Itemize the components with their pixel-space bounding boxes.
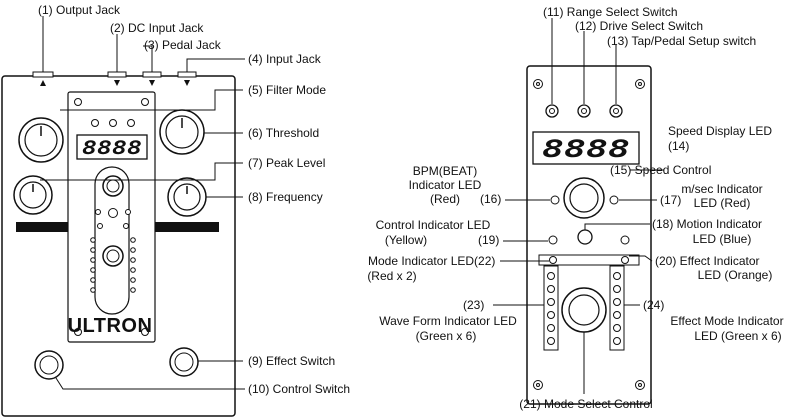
label-effmode-led-line2: LED (Green x 6) xyxy=(694,329,781,343)
label-motion-led-line2: LED (Blue) xyxy=(693,232,752,246)
panel-screws xyxy=(74,98,149,336)
label-output-jack: (1) Output Jack xyxy=(38,3,121,17)
label-wave-num: (23) xyxy=(463,298,484,312)
bpm-led-icon xyxy=(550,195,560,205)
label-speed-control: (15) Speed Control xyxy=(610,163,711,177)
threshold-knob-icon xyxy=(159,109,205,155)
label-wave-led-line2: (Green x 6) xyxy=(416,329,477,343)
label-effect-led-line2: LED (Orange) xyxy=(698,268,773,282)
label-bpm-line3: (Red) xyxy=(430,192,460,206)
wave-form-led-column xyxy=(543,265,559,351)
left-labels: (1) Output Jack (2) DC Input Jack (3) Pe… xyxy=(38,3,350,396)
control-led-icon xyxy=(548,235,558,245)
effect-switch-icon xyxy=(169,347,199,377)
label-bpm-num: (16) xyxy=(480,192,501,206)
control-switch-icon xyxy=(34,350,64,380)
label-mode-led-line1: Mode Indicator LED(22) xyxy=(368,254,495,268)
label-peak-level: (7) Peak Level xyxy=(248,156,325,170)
brand-logo: ULTRON xyxy=(68,315,153,337)
effect-mode-led-column xyxy=(609,265,625,351)
label-control-led-line1: Control Indicator LED xyxy=(376,218,491,232)
left-leader-lines xyxy=(40,16,245,390)
label-effect-led-line1: (20) Effect Indicator xyxy=(655,254,760,268)
label-control-switch: (10) Control Switch xyxy=(248,382,350,396)
mode-select-knob-icon xyxy=(561,287,607,333)
label-bpm-line1: BPM(BEAT) xyxy=(413,164,477,178)
panel-corner-screws xyxy=(533,79,645,390)
left-display-digits: 8888 xyxy=(82,137,142,159)
frequency-knob-icon xyxy=(167,177,207,217)
drive-select-switch-icon xyxy=(577,104,591,118)
mode-led-right-icon xyxy=(621,256,629,264)
label-tap-pedal-setup-switch: (13) Tap/Pedal Setup switch xyxy=(607,34,756,48)
left-led-display: 8888 xyxy=(76,134,148,160)
label-speed-display-led: Speed Display LED xyxy=(668,124,772,138)
label-input-jack: (4) Input Jack xyxy=(248,52,322,66)
label-msec-line1: m/sec Indicator xyxy=(681,182,762,196)
label-control-led-num: (19) xyxy=(478,233,499,247)
mode-led-left-icon xyxy=(549,256,557,264)
filter-mode-knob-icon xyxy=(18,117,64,163)
label-wave-led-line1: Wave Form Indicator LED xyxy=(379,314,517,328)
label-frequency: (8) Frequency xyxy=(248,190,323,204)
speed-display-digits: 8888 xyxy=(542,135,630,163)
label-motion-led-line1: (18) Motion Indicator xyxy=(652,217,762,231)
speed-display-led: 8888 xyxy=(532,131,640,165)
label-effmode-num: (24) xyxy=(643,298,664,312)
label-filter-mode: (5) Filter Mode xyxy=(248,83,326,97)
label-dc-input-jack: (2) DC Input Jack xyxy=(110,21,204,35)
range-select-switch-icon xyxy=(545,104,559,118)
label-range-select-switch: (11) Range Select Switch xyxy=(543,5,678,19)
right-leader-lines xyxy=(493,18,664,394)
label-pedal-jack: (3) Pedal Jack xyxy=(144,38,222,52)
label-speed-display-led-num: (14) xyxy=(668,139,689,153)
tap-pedal-setup-switch-icon xyxy=(609,104,623,118)
peak-level-knob-icon xyxy=(13,175,53,215)
label-mode-led-line2: (Red x 2) xyxy=(367,269,416,283)
effect-led-icon xyxy=(620,235,630,245)
motion-led-icon xyxy=(577,229,593,245)
label-effect-switch: (9) Effect Switch xyxy=(248,354,335,368)
center-controls xyxy=(90,166,136,315)
label-drive-select-switch: (12) Drive Select Switch xyxy=(575,19,703,33)
right-labels: (11) Range Select Switch (12) Drive Sele… xyxy=(367,5,783,411)
label-msec-line2: LED (Red) xyxy=(694,196,751,210)
msec-led-icon xyxy=(609,195,619,205)
label-effmode-led-line1: Effect Mode Indicator xyxy=(670,314,783,328)
label-control-led-line2: (Yellow) xyxy=(385,233,427,247)
label-threshold: (6) Threshold xyxy=(248,126,319,140)
label-mode-select-control: (21) Mode Select Control xyxy=(519,397,652,411)
label-msec-num: (17) xyxy=(660,193,681,207)
mini-switches-icon xyxy=(91,119,135,127)
speed-control-knob-icon xyxy=(563,177,605,219)
label-bpm-line2: Indicator LED xyxy=(409,178,482,192)
